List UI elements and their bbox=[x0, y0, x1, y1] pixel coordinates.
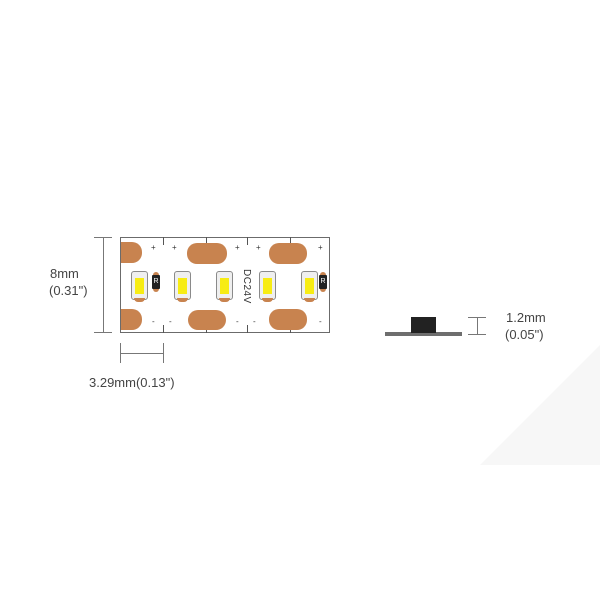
solder-pad bbox=[187, 243, 227, 264]
cut-mark bbox=[163, 325, 164, 333]
cut-mark bbox=[247, 237, 248, 245]
polarity-positive: + bbox=[235, 243, 240, 252]
width-dimension-top-tick bbox=[94, 237, 112, 238]
polarity-negative: - bbox=[152, 317, 155, 326]
solder-pad bbox=[121, 242, 142, 263]
polarity-negative: - bbox=[169, 317, 172, 326]
led-chip bbox=[216, 271, 233, 302]
solder-pad bbox=[188, 310, 226, 330]
polarity-positive: + bbox=[151, 243, 156, 252]
profile-component bbox=[411, 317, 436, 333]
segment-length-label: 3.29mm(0.13") bbox=[89, 375, 175, 390]
polarity-positive: + bbox=[172, 243, 177, 252]
cut-mark bbox=[206, 237, 207, 245]
led-strip-top-view: + + + + + - - - - - R R DC24V bbox=[120, 237, 330, 333]
solder-pad bbox=[121, 309, 142, 330]
cut-mark bbox=[290, 237, 291, 245]
solder-pad bbox=[269, 243, 307, 264]
width-label-inch: (0.31") bbox=[49, 283, 88, 298]
cut-mark bbox=[247, 325, 248, 333]
polarity-negative: - bbox=[236, 317, 239, 326]
width-dimension-bottom-tick bbox=[94, 332, 112, 333]
polarity-positive: + bbox=[318, 243, 323, 252]
voltage-marking: DC24V bbox=[241, 269, 252, 304]
width-label-mm: 8mm bbox=[50, 266, 79, 281]
led-chip bbox=[301, 271, 318, 302]
width-dimension-line bbox=[103, 237, 104, 333]
resistor: R bbox=[152, 272, 160, 292]
polarity-negative: - bbox=[319, 317, 322, 326]
height-label-inch: (0.05") bbox=[505, 327, 544, 342]
height-dimension-line bbox=[477, 317, 478, 335]
segment-dimension-line bbox=[120, 353, 164, 354]
polarity-negative: - bbox=[253, 317, 256, 326]
cut-mark bbox=[163, 237, 164, 245]
profile-base bbox=[385, 332, 462, 336]
led-chip bbox=[174, 271, 191, 302]
height-label-mm: 1.2mm bbox=[506, 310, 546, 325]
solder-pad bbox=[269, 309, 307, 330]
polarity-positive: + bbox=[256, 243, 261, 252]
led-chip bbox=[131, 271, 148, 302]
led-chip bbox=[259, 271, 276, 302]
resistor: R bbox=[319, 272, 327, 292]
